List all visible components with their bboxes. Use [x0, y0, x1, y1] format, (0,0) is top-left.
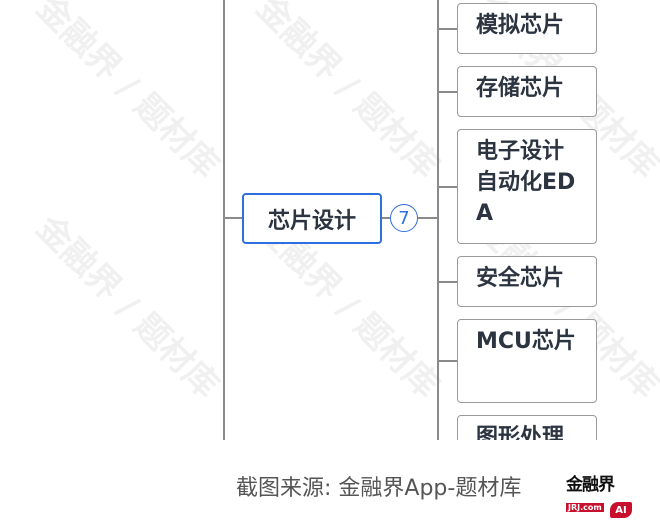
- node-chip-design[interactable]: 芯片设计: [242, 193, 382, 244]
- connector: [438, 281, 457, 283]
- node-security-chip[interactable]: 安全芯片: [457, 256, 597, 307]
- connector: [438, 186, 457, 188]
- jrj-logo: 金融界 JRJ.com AI: [566, 470, 632, 522]
- node-label: MCU芯片: [476, 329, 576, 354]
- connector: [438, 91, 457, 93]
- watermark: 金融界 / 题材库: [248, 0, 447, 187]
- node-graphics-processing[interactable]: 图形处理: [457, 415, 597, 440]
- connector: [418, 217, 439, 219]
- watermark: 金融界 / 题材库: [28, 0, 227, 187]
- watermark: 金融界 / 题材库: [28, 207, 227, 407]
- children-connector: [437, 0, 439, 440]
- node-label: 芯片设计: [267, 208, 356, 234]
- connector: [438, 360, 457, 362]
- node-label: 模拟芯片: [476, 13, 565, 38]
- ai-badge: AI: [610, 502, 632, 518]
- node-label: 图形处理: [476, 425, 565, 440]
- node-eda[interactable]: 电子设计自动化EDA: [457, 129, 597, 244]
- node-label: 存储芯片: [476, 76, 565, 101]
- count-label: 7: [398, 207, 410, 229]
- connector: [382, 217, 390, 219]
- connector: [224, 217, 242, 219]
- node-label: 安全芯片: [476, 266, 565, 291]
- node-memory-chip[interactable]: 存储芯片: [457, 66, 597, 117]
- connector: [438, 28, 457, 30]
- parent-connector: [223, 0, 225, 440]
- child-count-badge[interactable]: 7: [390, 204, 418, 232]
- node-mcu-chip[interactable]: MCU芯片: [457, 319, 597, 403]
- source-caption: 截图来源: 金融界App-题材库: [236, 476, 522, 501]
- mindmap: 金融界 / 题材库 金融界 / 题材库 金融界 / 题材库 金融界 / 题材库 …: [28, 0, 660, 440]
- node-label: 电子设计自动化EDA: [476, 139, 576, 226]
- node-analog-chip[interactable]: 模拟芯片: [457, 3, 597, 54]
